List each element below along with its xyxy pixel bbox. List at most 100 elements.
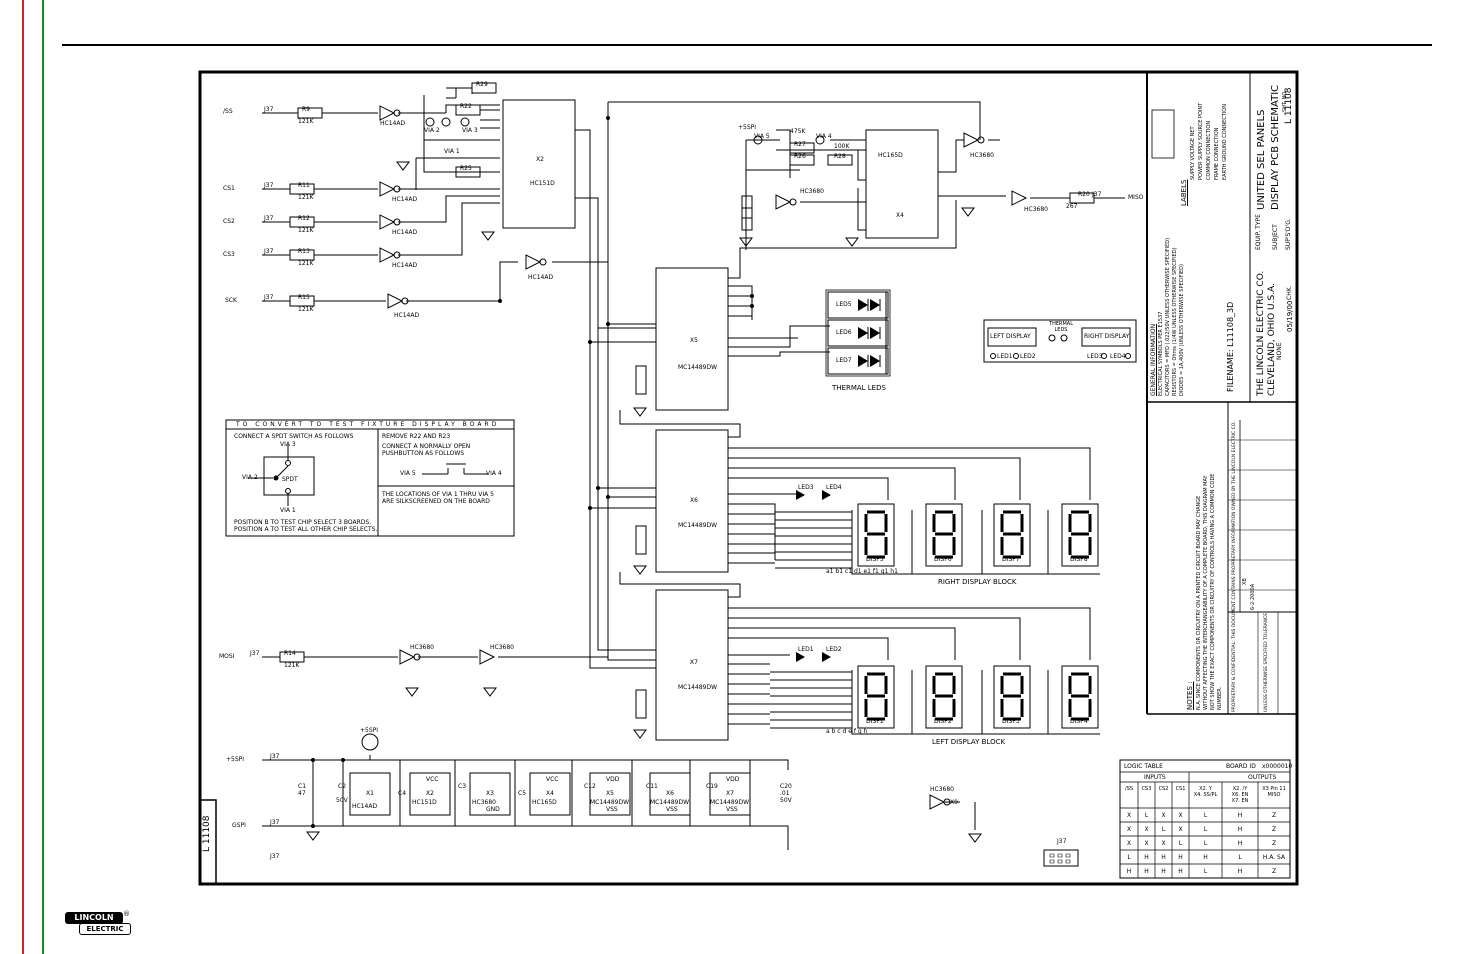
r11-label: R11 — [298, 182, 310, 189]
logic-table-board-id-val: x0000010 — [1262, 763, 1293, 770]
pwr-x1-type: HC14AD — [352, 803, 378, 810]
convert-box-left-foot1: POSITION B TO TEST CHIP SELECT 3 BOARDS. — [234, 519, 372, 526]
led6-label: LED6 — [836, 329, 852, 336]
logic-table-cell: X — [1178, 826, 1183, 833]
change-no: XB — [1242, 578, 1248, 585]
j37-2: J37 — [264, 182, 274, 189]
pwr-x5: X5 — [606, 790, 614, 797]
j37-6: J37 — [250, 650, 260, 657]
convert-box-right-3: THE LOCATIONS OF VIA 1 THRU VIA 5 ARE SI… — [382, 491, 494, 505]
convert-via-4: VIA 4 — [486, 470, 502, 477]
ic-x9-label: X9 — [950, 799, 958, 806]
r20-label: R20 — [1078, 191, 1090, 198]
led1-label: LED1 — [798, 646, 814, 653]
power-5spi-mid-label: +5SPI — [738, 124, 757, 131]
ic-hc14ad-3: HC14AD — [392, 229, 418, 236]
ic-x2-type: HC151D — [530, 180, 555, 187]
ic-hc14ad-5: HC14AD — [394, 312, 420, 319]
logic-table-outputs-head: OUTPUTS — [1248, 774, 1277, 781]
convert-box-spdt: SPDT — [282, 476, 298, 483]
via-5-label: VIA 5 — [754, 133, 770, 140]
logic-table-cell: L — [1144, 812, 1149, 819]
r-value-121k-1: 121K — [298, 118, 314, 125]
disp3-label: DISP3 — [1002, 718, 1020, 725]
logic-table-cell: L — [1178, 840, 1183, 847]
pwr-vcc-1: VCC — [426, 776, 439, 783]
panel-right-display: RIGHT DISPLAY — [1084, 333, 1130, 340]
logic-table-cell: X — [1161, 840, 1166, 847]
ic-hc3680-4: HC3680 — [410, 644, 434, 651]
cap-c20-v: 50V — [780, 797, 792, 804]
change-date: 6-2-2000A — [1250, 583, 1256, 610]
j37-connector-label: J37 — [1057, 838, 1067, 845]
logic-table-cell: H — [1237, 868, 1243, 875]
r25-label: R25 — [460, 165, 472, 172]
j37-8: J37 — [270, 753, 280, 760]
disp4-label: DISP4 — [1070, 718, 1088, 725]
logic-table-cell: H — [1178, 854, 1183, 861]
subject-label: SUBJECT — [1272, 224, 1279, 250]
margin-line-red — [22, 0, 24, 954]
logic-table-cell: X — [1144, 826, 1149, 833]
logo-bottom: ELECTRIC — [79, 923, 131, 935]
ic-hc14ad-4: HC14AD — [392, 262, 418, 269]
sup-label: SUP'S'D'G. — [1285, 218, 1292, 250]
general-info-head: GENERAL INFORMATION — [1150, 323, 1157, 396]
logic-table-cell: X — [1144, 840, 1149, 847]
logic-table-cell: L — [1127, 854, 1131, 861]
disp7-label: DISP7 — [1002, 556, 1020, 563]
logic-table-col-header: X2. Y X4. SS/PL — [1193, 786, 1218, 798]
logo-top: LINCOLN — [65, 912, 123, 924]
ic-x5-label: X5 — [690, 337, 698, 344]
logo-line1: LINCOLN — [74, 913, 114, 922]
panel-led3: LED3 — [1087, 353, 1103, 360]
cap-c2: C2 — [338, 783, 347, 790]
pwr-x4: X4 — [546, 790, 554, 797]
ic-hc3680-3: HC3680 — [1024, 206, 1048, 213]
pwr-vss-2: VSS — [666, 806, 678, 813]
led4-label: LED4 — [826, 484, 842, 491]
logic-table-col-header: CS3 — [1141, 786, 1152, 792]
convert-via-5: VIA 5 — [400, 470, 416, 477]
ic-hc3680-6: HC3680 — [930, 786, 954, 793]
pwr-vcc-2: VCC — [546, 776, 559, 783]
r29-label: R29 — [476, 81, 488, 88]
led2-label: LED2 — [826, 646, 842, 653]
logic-table-board-id: BOARD ID — [1226, 763, 1256, 770]
lincoln-electric-logo: LINCOLN ELECTRIC ® — [65, 910, 131, 935]
pwr-x1: X1 — [366, 790, 374, 797]
cap-c20-val: .01 — [780, 790, 790, 797]
title-line-1: UNITED SEL PANELS — [1256, 109, 1267, 210]
input-sck-label: SCK — [225, 297, 237, 304]
logic-table-cell: H — [1144, 854, 1149, 861]
notes-n2: WITHOUT AFFECTING THE INTERCHANGEABILITY… — [1203, 475, 1209, 710]
r-value-121k-4: 121K — [298, 260, 314, 267]
notes-n3: NOT SHOW THE EXACT COMPONENTS OR CIRCUIT… — [1210, 473, 1216, 710]
ic-x7-type: MC14489DW — [678, 684, 718, 691]
j37-10: J37 — [270, 853, 280, 860]
logic-table-cell: X — [1126, 812, 1132, 819]
r14-label: R14 — [284, 650, 296, 657]
logic-table-col-header: X2. /Y X6. EN X7. EN — [1231, 786, 1249, 804]
labels-legend-l4: FRAME CONNECTION — [1214, 127, 1220, 180]
ic-x5-type: MC14489DW — [678, 364, 718, 371]
general-info-l2: CAPACITORS = MFD (.022/50V UNLESS OTHERW… — [1165, 237, 1171, 396]
logic-table-cell: Z — [1271, 868, 1277, 875]
logic-table-cell: H — [1178, 868, 1183, 875]
logic-table-cell: H — [1161, 854, 1166, 861]
via-3-label: VIA 3 — [462, 127, 478, 134]
power-5spi-label: +5SPI — [226, 756, 245, 763]
ic-hc3680-1: HC3680 — [800, 188, 824, 195]
via-4-label: VIA 4 — [816, 133, 832, 140]
led7-label: LED7 — [836, 357, 852, 364]
logic-table-cell: H — [1203, 854, 1208, 861]
cap-c12: C12 — [584, 783, 596, 790]
r12-label: R12 — [298, 215, 310, 222]
panel-led1: LED1 — [997, 353, 1013, 360]
ic-hc14ad-6: HC14AD — [528, 274, 554, 281]
pwr-x5-type: MC14489DW — [590, 799, 630, 806]
general-info-l1: ELECTRICAL SYMBOLS PER E1537 — [1158, 311, 1164, 396]
j37-5: J37 — [264, 294, 274, 301]
tolerance-note: UNLESS OTHERWISE SPECIFIED TOLERANCE — [1264, 612, 1269, 712]
